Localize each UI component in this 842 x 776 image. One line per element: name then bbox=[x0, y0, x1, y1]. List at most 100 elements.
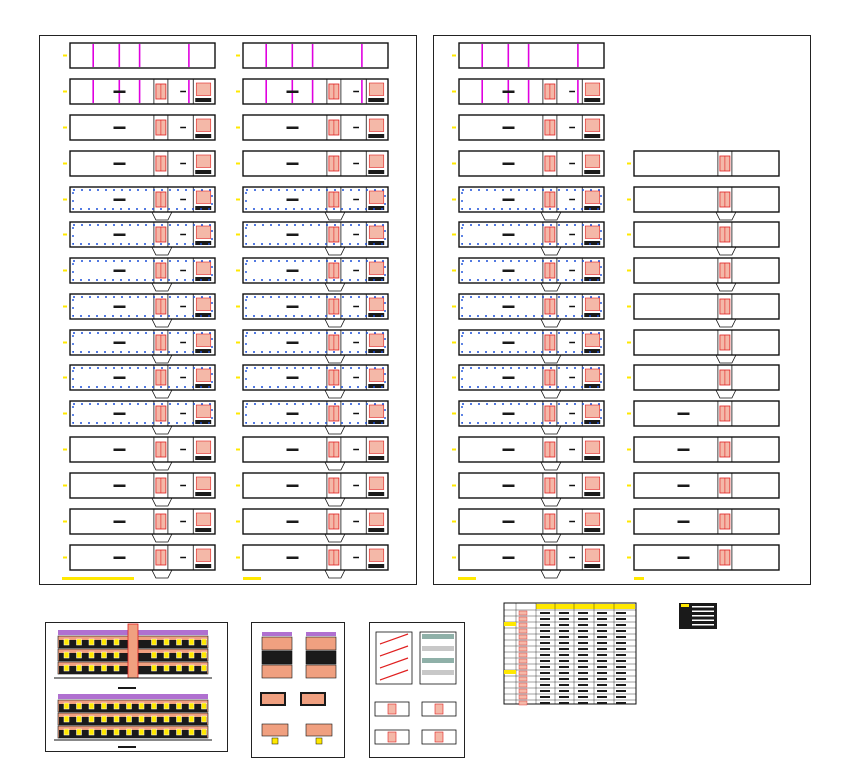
blue-dashed-route bbox=[461, 260, 602, 281]
window bbox=[163, 651, 170, 659]
plan-outline bbox=[458, 78, 605, 105]
window bbox=[101, 715, 107, 723]
schedule-cell-mark bbox=[578, 684, 588, 686]
floor-plan bbox=[63, 508, 216, 543]
stair-room bbox=[195, 82, 212, 96]
entry-canopy bbox=[151, 461, 173, 471]
floor-plan bbox=[63, 472, 216, 507]
entry-canopy bbox=[151, 282, 173, 292]
blue-dashed-route bbox=[245, 403, 386, 424]
level-tag bbox=[236, 198, 240, 201]
plan-outline bbox=[69, 508, 216, 535]
schedule-cell-mark bbox=[578, 660, 588, 662]
central-tower bbox=[127, 623, 139, 679]
blue-dashed-route bbox=[461, 296, 602, 317]
floor-plan bbox=[627, 150, 780, 177]
plan-outline bbox=[458, 293, 605, 320]
schedule-cell-mark bbox=[578, 624, 588, 626]
stair-landing bbox=[368, 241, 385, 245]
level-tag bbox=[452, 341, 456, 344]
plan-outline bbox=[633, 329, 780, 356]
level-tag bbox=[236, 305, 240, 308]
legend-row bbox=[692, 606, 714, 608]
plan-outline bbox=[69, 186, 216, 213]
floor-plan bbox=[236, 364, 389, 399]
plan-outline bbox=[242, 114, 389, 141]
floor-plan bbox=[452, 472, 605, 507]
window bbox=[163, 702, 170, 710]
floor-plan bbox=[63, 42, 216, 69]
stair-landing bbox=[584, 420, 601, 424]
stair-landing bbox=[584, 206, 601, 210]
stair-landing bbox=[368, 564, 385, 568]
legend-row bbox=[692, 610, 714, 612]
floor-plan bbox=[236, 114, 389, 141]
level-tag bbox=[452, 305, 456, 308]
blue-dashed-route bbox=[245, 260, 386, 281]
window bbox=[76, 651, 82, 659]
schedule-cell-mark bbox=[540, 636, 550, 638]
window bbox=[151, 638, 157, 646]
stair-room bbox=[584, 190, 601, 204]
schedule-cell-mark bbox=[578, 630, 588, 632]
room-label-mark bbox=[286, 162, 299, 165]
schedule-cell-mark bbox=[559, 612, 569, 614]
schedule-cell-mark bbox=[540, 666, 550, 668]
schedule-cell-mark bbox=[559, 666, 569, 668]
floor-plan bbox=[627, 400, 780, 427]
floor-plan bbox=[236, 400, 389, 435]
stair-room bbox=[195, 118, 212, 132]
window bbox=[113, 651, 120, 659]
level-tag bbox=[452, 376, 456, 379]
plan-outline bbox=[69, 114, 216, 141]
floor-plan bbox=[627, 257, 780, 292]
level-tag bbox=[63, 341, 67, 344]
level-tag bbox=[627, 305, 631, 308]
room-label-mark bbox=[113, 90, 126, 93]
entry-canopy bbox=[324, 425, 346, 435]
room-label-mark bbox=[113, 556, 126, 559]
schedule-cell-mark bbox=[559, 684, 569, 686]
entry-canopy bbox=[540, 533, 562, 543]
schedule-cell-mark bbox=[597, 660, 607, 662]
room-label-mark bbox=[677, 556, 690, 559]
floor-plan bbox=[236, 472, 389, 507]
level-tag bbox=[452, 556, 456, 559]
level-tag bbox=[452, 412, 456, 415]
entry-canopy bbox=[540, 461, 562, 471]
schedule-cell-mark bbox=[540, 618, 550, 620]
stair-landing bbox=[195, 528, 212, 532]
schedule-cell-mark bbox=[597, 642, 607, 644]
window bbox=[113, 638, 120, 646]
stair-landing-band bbox=[422, 634, 454, 639]
plan-outline bbox=[458, 436, 605, 463]
floor-plan bbox=[63, 436, 216, 471]
plan-outline bbox=[458, 329, 605, 356]
stair-plan-core bbox=[434, 731, 444, 743]
elevation-frame bbox=[45, 622, 228, 752]
room-label-mark bbox=[113, 233, 126, 236]
room-label-mark bbox=[502, 556, 515, 559]
level-tag bbox=[63, 162, 67, 165]
schedule-cell-mark bbox=[559, 696, 569, 698]
schedule-cell-mark bbox=[616, 672, 626, 674]
window bbox=[176, 728, 182, 736]
floor-plan bbox=[452, 364, 605, 399]
stair-room bbox=[368, 297, 385, 311]
schedule-icon bbox=[518, 652, 528, 658]
schedule-cell-mark bbox=[578, 678, 588, 680]
blue-dashed-route bbox=[461, 189, 602, 210]
schedule-cell-mark bbox=[540, 696, 550, 698]
floor-plan bbox=[63, 544, 216, 579]
entry-canopy bbox=[540, 318, 562, 328]
building-section bbox=[261, 632, 293, 679]
schedule-cell-mark bbox=[559, 702, 569, 704]
schedule-cell-mark bbox=[540, 684, 550, 686]
schedule-cell-mark bbox=[578, 690, 588, 692]
stair-plan bbox=[421, 729, 457, 745]
room-label-mark bbox=[502, 162, 515, 165]
window bbox=[63, 715, 70, 723]
room-label-mark bbox=[502, 520, 515, 523]
stair-landing bbox=[368, 492, 385, 496]
blue-dashed-route bbox=[72, 224, 213, 245]
